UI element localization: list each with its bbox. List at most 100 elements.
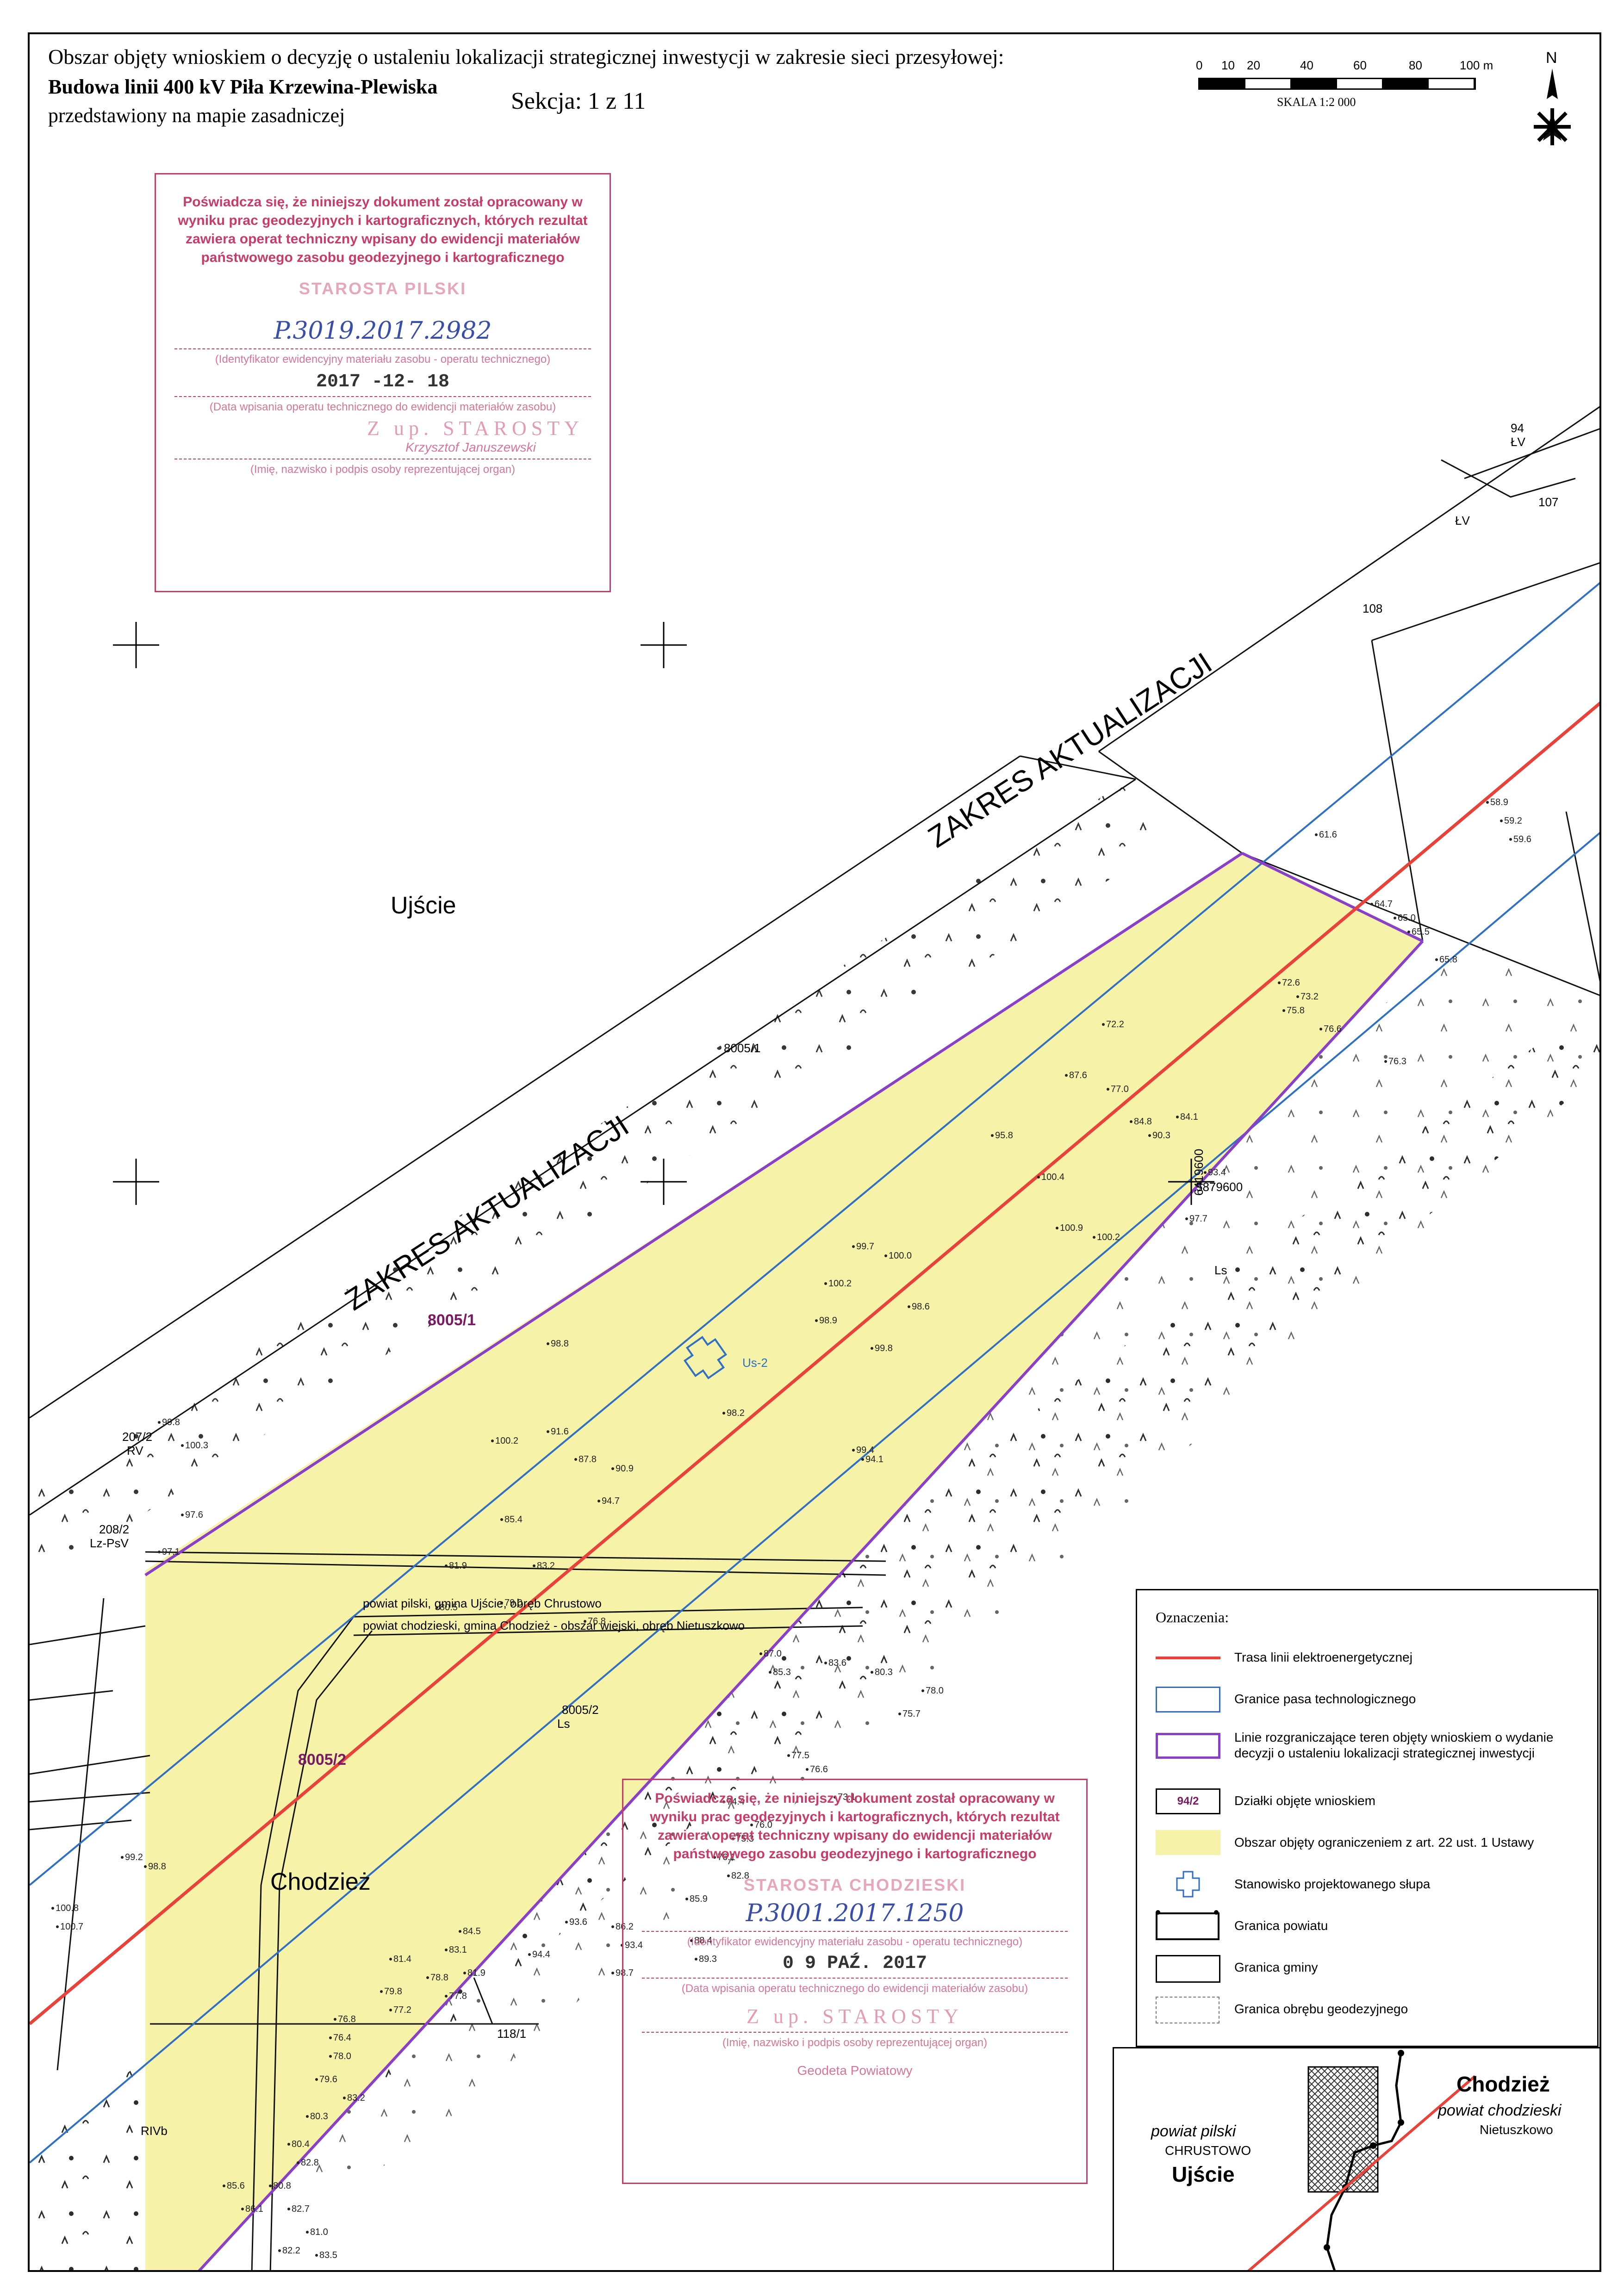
elevation-label: 100.9 (1060, 1223, 1083, 1233)
elevation-dot (611, 1467, 614, 1470)
elevation-dot (834, 1796, 836, 1799)
application-boundary (144, 852, 1424, 2270)
stamp-chodzieski-date: 0 9 PAŹ. 2017 (782, 1953, 927, 1974)
elevation-dot (695, 1958, 697, 1961)
elevation-label: 76.4 (333, 2033, 351, 2043)
legend-item-restriction: Obszar objęty ograniczeniem z art. 22 us… (1156, 1826, 1591, 1859)
legend-obreb-symbol (1156, 1993, 1220, 2025)
elevation-label: 59.6 (1513, 834, 1531, 844)
header-line-1: Obszar objęty wnioskiem o decyzję o usta… (48, 45, 1004, 68)
elevation-label: 77.0 (1111, 1084, 1129, 1094)
elevation-label: 94.1 (865, 1454, 884, 1464)
legend-panel: Oznaczenia: Trasa linii elektroenergetyc… (1136, 1589, 1599, 2047)
locator-right-gmina: Chodzież (1456, 2072, 1550, 2096)
lot-8005-2-label: 8005/2 (562, 1703, 599, 1717)
stamp-chodzieski-text: Poświadcza się, że niniejszy dokument zo… (650, 1791, 1060, 1862)
elevation-dot (1370, 903, 1373, 906)
elevation-dot (1315, 833, 1318, 836)
elevation-label: 97.1 (162, 1547, 180, 1557)
elevation-dot (806, 1768, 809, 1771)
elevation-dot (713, 1856, 716, 1859)
elevation-dot (1509, 838, 1512, 841)
lot-107: 107 (1538, 495, 1558, 509)
elevation-label: 98.7 (616, 1968, 634, 1978)
elevation-dot (445, 1995, 448, 1998)
legend-item-obreb: Granica obrębu geodezyjnego (1156, 1993, 1591, 2025)
elevation-label: 82.8 (731, 1871, 749, 1881)
elevation-dot (426, 1976, 429, 1979)
elevation-label: 100.4 (1041, 1172, 1064, 1182)
coord-1: 6419600 (1192, 1149, 1206, 1196)
elevation-label: 87.0 (764, 1649, 782, 1659)
elevation-dot (269, 2184, 272, 2187)
locator-right-obreb: Nietuszkowo (1480, 2122, 1553, 2137)
use-rivb: RIVb (141, 2124, 168, 2138)
elevation-label: 100.0 (889, 1251, 912, 1261)
elevation-label: 82.8 (301, 2158, 319, 2168)
elevation-label: 98.6 (912, 1302, 930, 1312)
elevation-label: 100.2 (1097, 1232, 1120, 1242)
admin-border-label-2: powiat chodzieski, gmina Chodzież - obsz… (363, 1619, 745, 1632)
elevation-dot (158, 1551, 161, 1553)
legend-tech-belt-label: Granice pasa technologicznego (1234, 1692, 1416, 1706)
use-ls-2: Ls (557, 1717, 570, 1731)
legend-item-tower: Stanowisko projektowanego słupa (1156, 1868, 1591, 1900)
elevation-label: 72.2 (1106, 1019, 1124, 1030)
legend-lots-label: Działki objęte wnioskiem (1234, 1793, 1376, 1808)
legend-lots-sample: 94/2 (1156, 1788, 1220, 1814)
elevation-dot (1107, 1088, 1109, 1091)
elevation-label: 98.8 (551, 1339, 569, 1349)
elevation-label: 83.2 (537, 1561, 555, 1571)
elevation-label: 59.2 (1504, 816, 1522, 826)
lot-108: 108 (1363, 602, 1382, 615)
elevation-dot (1282, 1009, 1285, 1012)
elevation-dot (597, 1500, 600, 1502)
stamp-pilski-date-label: (Data wpisania operatu technicznego do e… (209, 401, 556, 413)
place-ujscie: Ujście (391, 892, 456, 919)
legend-item-tech-belt: Granice pasa technologicznego (1156, 1683, 1591, 1715)
elevation-dot (861, 1458, 864, 1461)
elevation-dot (750, 1824, 753, 1826)
elevation-label: 98.8 (148, 1862, 166, 1872)
elevation-dot (1407, 931, 1410, 933)
elevation-dot (824, 1662, 827, 1664)
tower-label: Us-2 (742, 1356, 768, 1370)
stamp-pilski-name-label: (Imię, nazwisko i podpis osoby reprezent… (250, 463, 516, 476)
elevation-label: 75.3 (736, 1834, 754, 1844)
elevation-label: 58.9 (1490, 797, 1508, 807)
elevation-dot (871, 1671, 873, 1674)
elevation-label: 76.8 (338, 2014, 356, 2024)
lot-8005-1-highlight: 8005/1 (428, 1311, 476, 1329)
elevation-label: 78.0 (926, 1686, 944, 1696)
elevation-dot (1500, 819, 1503, 822)
header-line-2: Budowa linii 400 kV Piła Krzewina-Plewis… (48, 75, 438, 98)
elevation-label: 85.6 (227, 2181, 245, 2191)
lot-94: 94 (1511, 421, 1524, 435)
legend-title: Oznaczenia: (1156, 1609, 1229, 1626)
elevation-label: 99.8 (875, 1343, 893, 1353)
parcel-boundaries (30, 406, 1599, 2270)
elevation-label: 79.8 (384, 1986, 402, 1997)
elevation-dot (722, 1800, 725, 1803)
elevation-label: 81.4 (393, 1954, 411, 1964)
north-arrow-icon: N (1534, 49, 1571, 145)
legend-item-lots: 94/2 Działki objęte wnioskiem (1156, 1785, 1591, 1817)
legend-gmina-symbol (1156, 1951, 1220, 1984)
elevation-label: 65.8 (1439, 955, 1457, 965)
elevation-dot (181, 1514, 184, 1516)
elevation-label: 79.0 (504, 1598, 523, 1608)
elevation-dot (287, 2208, 290, 2210)
elevation-dot (329, 2055, 332, 2058)
elevation-dot (1065, 1074, 1068, 1077)
elevation-label: 86.2 (616, 1922, 634, 1932)
elevation-dot (380, 1990, 383, 1993)
elevation-dot (287, 2143, 290, 2146)
legend-powiat-label: Granica powiatu (1234, 1918, 1328, 1933)
elevation-label: 76.6 (810, 1764, 828, 1775)
elevation-label: 87.8 (579, 1454, 597, 1464)
elevation-label: 100.2 (828, 1278, 852, 1289)
elevation-label: 75.7 (902, 1709, 921, 1719)
elevation-label: 77.8 (449, 1991, 467, 2001)
elevation-label: 100.8 (56, 1903, 79, 1913)
elevation-dot (315, 2254, 318, 2257)
